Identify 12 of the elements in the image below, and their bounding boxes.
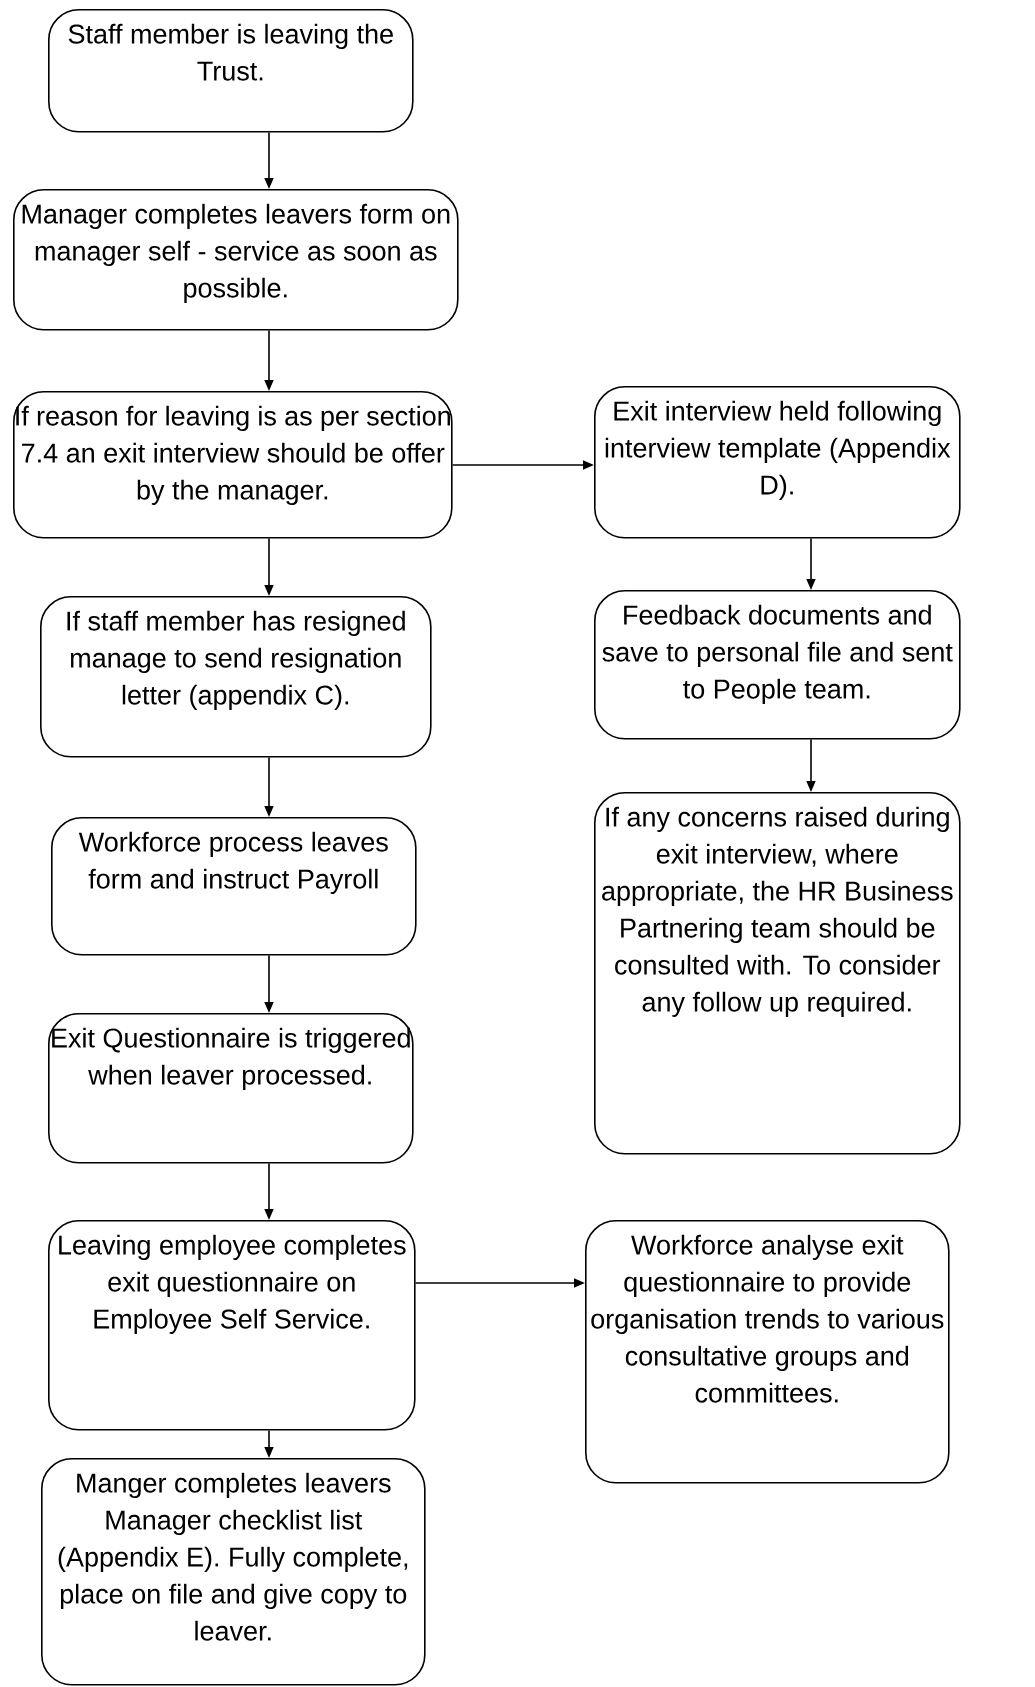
process-box: If any concerns raised during exit interview, where appropriate, the HR Business Partnering team should be consulted with. To consider any follow up required. — [594, 792, 961, 1155]
process-box: If reason for leaving is as per section 7.4 an exit interview should be offer by the manager. — [13, 391, 453, 539]
process-box: Feedback documents and save to personal file and sent to People team. — [594, 590, 961, 740]
process-box: Exit Questionnaire is triggered when leaver processed. — [48, 1013, 414, 1164]
process-box: Workforce process leaves form and instruct Payroll — [51, 817, 417, 956]
process-box: Staff member is leaving the Trust. — [48, 9, 414, 133]
process-box: If staff member has resigned manage to send resignation letter (appendix C). — [40, 596, 432, 758]
process-box: Manager completes leavers form on manager self - service as soon as possible. — [13, 189, 459, 331]
process-box: Manger completes leavers Manager checklist list (Appendix E). Fully complete, place on file and give copy to leaver. — [41, 1458, 426, 1686]
process-box: Leaving employee completes exit questionnaire on Employee Self Service. — [48, 1220, 416, 1431]
process-box: Exit interview held following interview template (Appendix D). — [594, 386, 961, 539]
process-box: Workforce analyse exit questionnaire to provide organisation trends to various consultative groups and committees. — [585, 1220, 950, 1484]
